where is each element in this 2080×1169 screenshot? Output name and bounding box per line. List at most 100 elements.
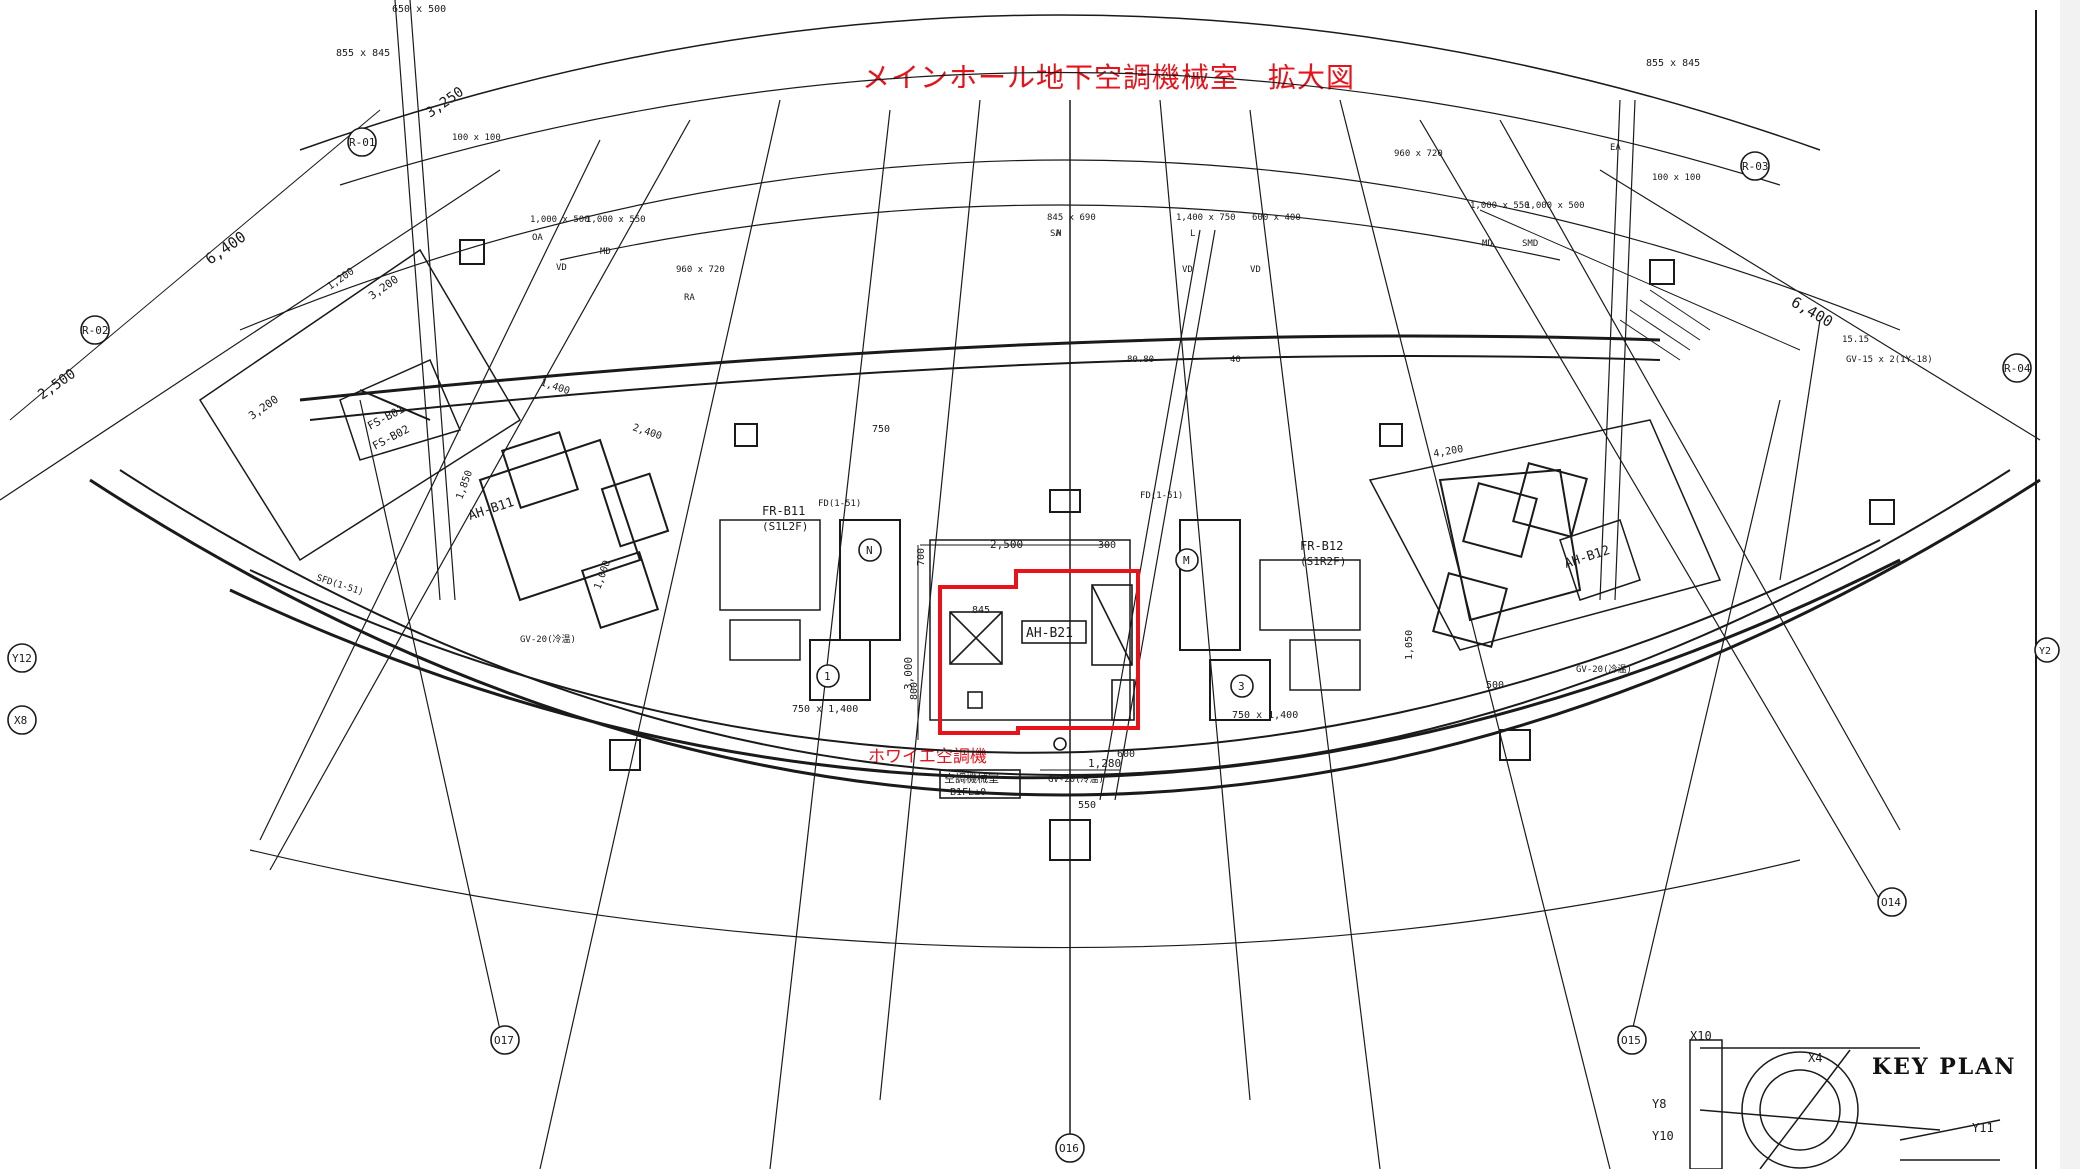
- md-right: MD: [1482, 239, 1493, 249]
- tag-fr-b11-sub: (S1L2F): [762, 520, 808, 533]
- duct-1400x750: 1,400 x 750: [1176, 213, 1236, 223]
- grid-label-r01: R-01: [349, 136, 376, 149]
- column: [1049, 489, 1081, 513]
- column: [459, 239, 485, 265]
- duct-960x720-l: 960 x 720: [676, 265, 725, 275]
- grid-bubble-o14: [1877, 887, 1907, 917]
- dim-1200: 1,200: [325, 266, 356, 292]
- radial-line: [1339, 99, 1611, 1169]
- duct-riser: [409, 0, 456, 601]
- duct-855x845-r: 855 x 845: [1646, 58, 1700, 69]
- duct-650x500: 650 x 500: [392, 4, 446, 15]
- seat-arc-1: [339, 71, 1781, 186]
- ah-b12-unit: [1438, 468, 1582, 622]
- duct-855x845-l: 855 x 845: [336, 48, 390, 59]
- dim-6400-left: 6,400: [202, 228, 249, 269]
- fr-b12-room: [1259, 559, 1361, 631]
- dim-line-6400-r: [1479, 209, 1801, 351]
- grid-label-r04: R-04: [2004, 362, 2031, 375]
- dim-1280: 1,280: [1088, 757, 1121, 770]
- room-label-line1: 空調機械室: [944, 771, 999, 785]
- dim-3250: 3,250: [423, 84, 467, 121]
- kp-y10: Y10: [1652, 1129, 1674, 1143]
- damper-box: [729, 619, 801, 661]
- smd-right: SMD: [1522, 239, 1538, 249]
- circle-m: [1175, 548, 1199, 572]
- foyer-ahu-highlight: [938, 569, 1140, 735]
- ahu-filter-box: [1111, 679, 1135, 721]
- gv-center: GV-20(冷温): [1048, 773, 1104, 785]
- gv-left: GV-20(冷温): [520, 633, 576, 645]
- mech-room-bottom-wall: [229, 558, 1901, 780]
- radial-line: [1599, 169, 2041, 441]
- circle-label-m: M: [1183, 554, 1190, 567]
- duct-1000x500-r: 1,000 x 500: [1525, 201, 1585, 211]
- circle-label-1: 1: [824, 670, 831, 683]
- grid-bubble-r02: [80, 315, 110, 345]
- duct-80x80: 80.80: [1127, 355, 1154, 365]
- duct-1000x500-l: 1,000 x 500: [530, 215, 590, 225]
- flow-oa: OA: [532, 233, 543, 243]
- dim-800: 800: [909, 682, 920, 700]
- dim-750: 750: [872, 424, 890, 435]
- duct-600x400: 600 x 400: [1252, 213, 1301, 223]
- tag-ah-b11: AH-B11: [467, 495, 516, 524]
- corridor-outer-arc: [239, 159, 1901, 331]
- room-label-box: [939, 769, 1021, 799]
- tag-fr-b11: FR-B11: [762, 504, 805, 518]
- duct-riser: [1114, 229, 1216, 801]
- grid-label-o15: O15: [1621, 1034, 1641, 1047]
- vd-right: VD: [1250, 265, 1261, 275]
- dim-1850: 1,850: [454, 469, 475, 501]
- circle-label-3: 3: [1238, 680, 1245, 693]
- column: [1649, 259, 1675, 285]
- mech-room-bottom-wall-inner: [249, 539, 1881, 754]
- outer-hall-arc: [299, 14, 1821, 151]
- duct-15x15: 15.15: [1842, 335, 1869, 345]
- grid-bubble-r04: [2002, 353, 2032, 383]
- column: [1869, 499, 1895, 525]
- grid-bubble-r01: [347, 127, 377, 157]
- right-ahu-room: [1368, 419, 1722, 651]
- ahu-small-box: [967, 691, 983, 709]
- grid-label-y2: Y2: [2039, 646, 2051, 657]
- kp-x10: X10: [1690, 1029, 1712, 1043]
- fan-box: [580, 550, 660, 630]
- flow-sa: SA: [1050, 229, 1061, 239]
- grid-label-o17: O17: [494, 1034, 514, 1047]
- fan-box: [1512, 462, 1588, 538]
- column: [1379, 423, 1403, 447]
- duct-750x1400-r: 750 x 1,400: [1232, 710, 1298, 721]
- ah-b11-unit: [478, 438, 642, 602]
- fd-right: FD(1-51): [1140, 491, 1183, 501]
- dim-845: 845: [972, 605, 990, 616]
- column: [1499, 729, 1531, 761]
- dim-500: 500: [1486, 680, 1504, 691]
- mech-room-top-wall-inner: [309, 355, 1661, 421]
- right-stair: [1619, 289, 1711, 361]
- seat-arc-2: [559, 204, 1561, 261]
- grid-bubble-y12: [7, 643, 37, 673]
- radial-line: [1419, 119, 1881, 901]
- fan-hatched-3: [1209, 659, 1271, 721]
- grid-label-x8: X8: [14, 714, 27, 727]
- key-plan-title: KEY PLAN: [1872, 1054, 2017, 1080]
- grid-label-r02: R-02: [82, 324, 109, 337]
- grid-bubble-r03: [1740, 151, 1770, 181]
- circle-n: [858, 538, 882, 562]
- duct-riser: [1599, 99, 1621, 601]
- dim-2500-center: 2,500: [990, 538, 1023, 551]
- dim-300: 300: [1098, 540, 1116, 551]
- grid-label-r03: R-03: [1742, 160, 1769, 173]
- ah-b21-tag-box: [1021, 620, 1087, 644]
- fr-b11-room: [719, 519, 821, 611]
- grid-label-y12: Y12: [12, 652, 32, 665]
- vd-left: VD: [556, 263, 567, 273]
- dim-3200: 3,200: [246, 393, 281, 423]
- duct-100x100-r: 100 x 100: [1652, 173, 1701, 183]
- dim-4200: 4,200: [1433, 444, 1465, 460]
- flow-h: H: [1056, 229, 1061, 239]
- circle-1: [816, 664, 840, 688]
- duct-riser: [1099, 229, 1201, 801]
